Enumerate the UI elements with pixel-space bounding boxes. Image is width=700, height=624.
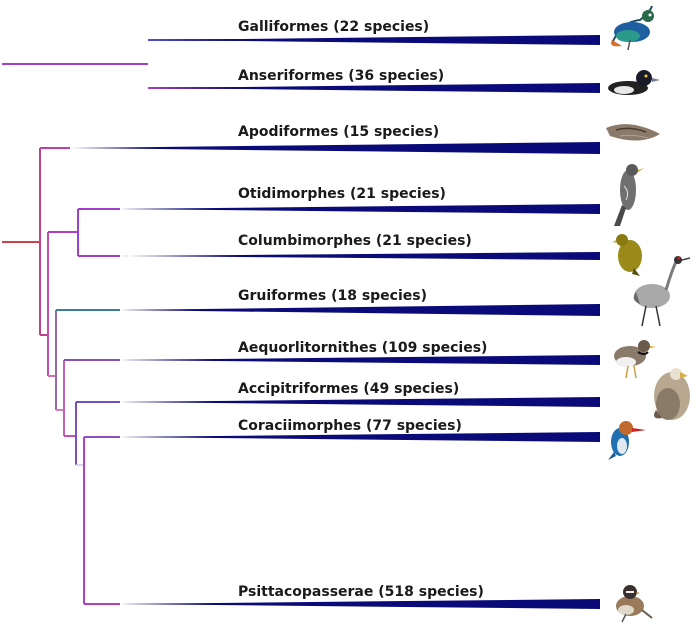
green-pigeon-icon bbox=[612, 234, 642, 276]
label-coraciimorphes: Coraciimorphes (77 species) bbox=[238, 418, 462, 434]
plover-icon bbox=[614, 340, 656, 379]
wedge-gruiformes bbox=[120, 304, 600, 316]
wedge-aequorlitornithes bbox=[120, 355, 600, 365]
label-columbimorphes: Columbimorphes (21 species) bbox=[238, 233, 472, 249]
crane-icon bbox=[633, 256, 691, 327]
clade-wedges bbox=[70, 35, 600, 609]
clade-labels: Galliformes (22 species) Anseriformes (3… bbox=[238, 19, 487, 600]
label-galliformes: Galliformes (22 species) bbox=[238, 19, 429, 35]
label-psittacopasserae: Psittacopasserae (518 species) bbox=[238, 584, 484, 600]
label-apodiformes: Apodiformes (15 species) bbox=[238, 124, 439, 140]
wedge-accipitriformes bbox=[120, 397, 600, 407]
cuckoo-icon bbox=[614, 164, 644, 226]
wedge-coraciimorphes bbox=[120, 432, 600, 442]
wedge-otidimorphes bbox=[120, 204, 600, 214]
vulture-icon bbox=[654, 368, 690, 420]
wedge-anseriformes bbox=[150, 83, 600, 93]
kingfisher-icon bbox=[608, 421, 646, 460]
tree-branches bbox=[1, 39, 240, 605]
label-aequorlitornithes: Aequorlitornithes (109 species) bbox=[238, 340, 487, 356]
tufted-duck-icon bbox=[608, 70, 660, 95]
label-gruiformes: Gruiformes (18 species) bbox=[238, 288, 427, 304]
sparrow-icon bbox=[616, 585, 653, 623]
monal-pheasant-icon bbox=[611, 5, 654, 51]
wedge-apodiformes bbox=[70, 142, 600, 154]
wedge-galliformes bbox=[150, 35, 600, 45]
label-accipitriformes: Accipitriformes (49 species) bbox=[238, 381, 459, 397]
label-anseriformes: Anseriformes (36 species) bbox=[238, 68, 444, 84]
wedge-psittacopasserae bbox=[120, 599, 600, 609]
wedge-columbimorphes bbox=[120, 252, 600, 260]
label-otidimorphes: Otidimorphes (21 species) bbox=[238, 186, 446, 202]
nightjar-icon bbox=[606, 124, 660, 141]
